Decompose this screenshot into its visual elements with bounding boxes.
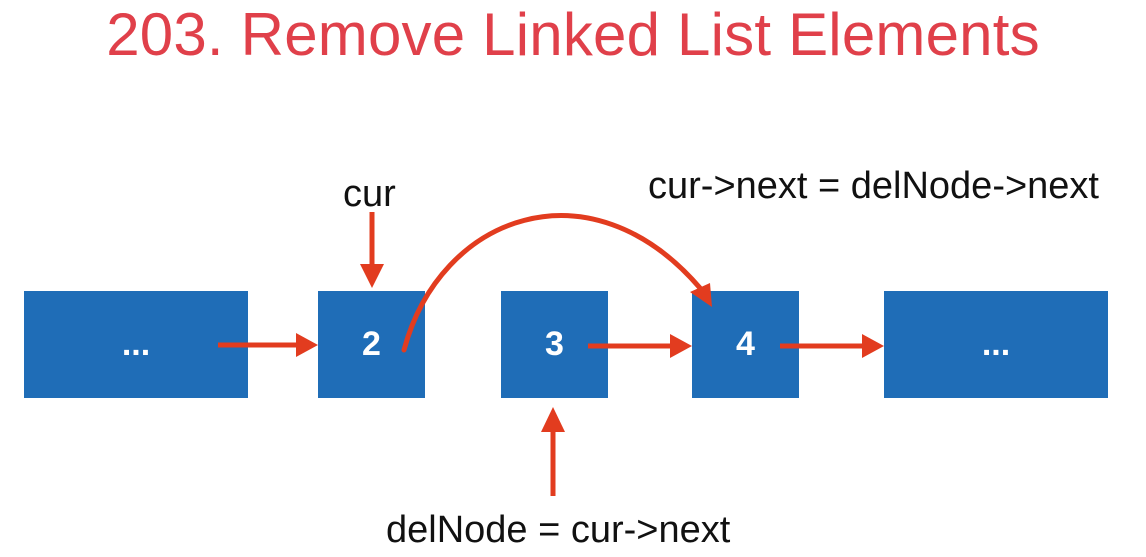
relink-curve-arrow — [401, 213, 712, 353]
delnode-label: delNode = cur->next — [386, 509, 731, 551]
arrow-3-to-4 — [588, 334, 692, 358]
arrow-4-to-next — [780, 334, 884, 358]
list-node-next: ... — [884, 291, 1108, 398]
relink-label: cur->next = delNode->next — [648, 165, 1099, 207]
cur-label: cur — [343, 173, 396, 215]
delnode-pointer-arrow — [541, 407, 565, 496]
list-node-prev: ... — [24, 291, 248, 398]
cur-pointer-arrow — [360, 212, 384, 288]
page-title: 203. Remove Linked List Elements — [106, 1, 1040, 68]
arrow-prev-to-2 — [218, 333, 318, 357]
